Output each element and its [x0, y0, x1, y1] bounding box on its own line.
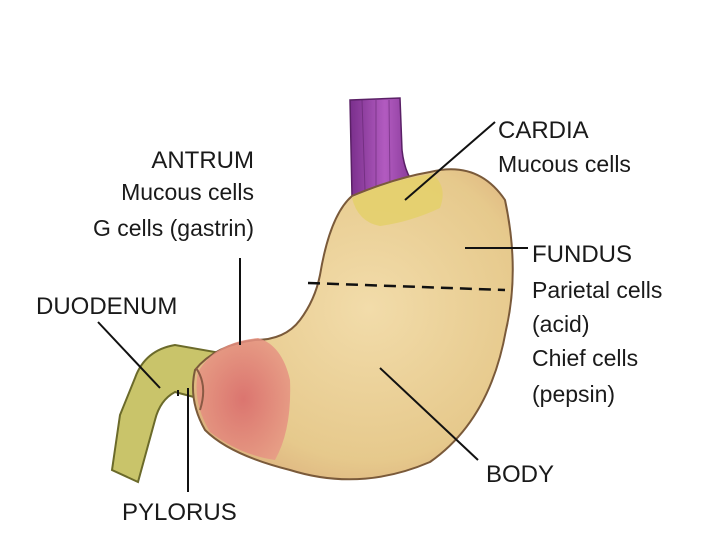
antrum-line-2: G cells (gastrin): [93, 215, 254, 241]
pylorus-constriction: [195, 367, 205, 411]
antrum-region: [196, 338, 291, 460]
fundus-line-3: Chief cells: [532, 345, 638, 371]
pylorus-label: PYLORUS: [122, 499, 237, 526]
fundus-title: FUNDUS: [532, 241, 632, 268]
duodenum-title: DUODENUM: [36, 293, 177, 320]
fundus-boundary: [307, 281, 506, 292]
antrum-label: ANTRUM Mucous cells G cells (gastrin): [93, 147, 254, 241]
cardia-label: CARDIA Mucous cells: [498, 117, 631, 177]
cardia-line-1: Mucous cells: [498, 151, 631, 177]
body-leader: [379, 367, 479, 461]
fundus-label: FUNDUS Parietal cells (acid) Chief cells…: [532, 241, 662, 407]
antrum-title: ANTRUM: [151, 147, 254, 174]
cardia-leader: [404, 121, 496, 201]
body-title: BODY: [486, 461, 554, 488]
duodenum: [110, 343, 217, 484]
fundus-line-2: (acid): [532, 311, 590, 337]
duodenum-leader: [97, 321, 161, 389]
cardia-title: CARDIA: [498, 117, 589, 144]
antrum-line-1: Mucous cells: [121, 179, 254, 205]
fundus-line-4: (pepsin): [532, 381, 615, 407]
fundus-line-1: Parietal cells: [532, 277, 662, 303]
body-label: BODY: [486, 461, 554, 488]
duodenum-label: DUODENUM: [36, 293, 177, 320]
pylorus-title: PYLORUS: [122, 499, 237, 526]
